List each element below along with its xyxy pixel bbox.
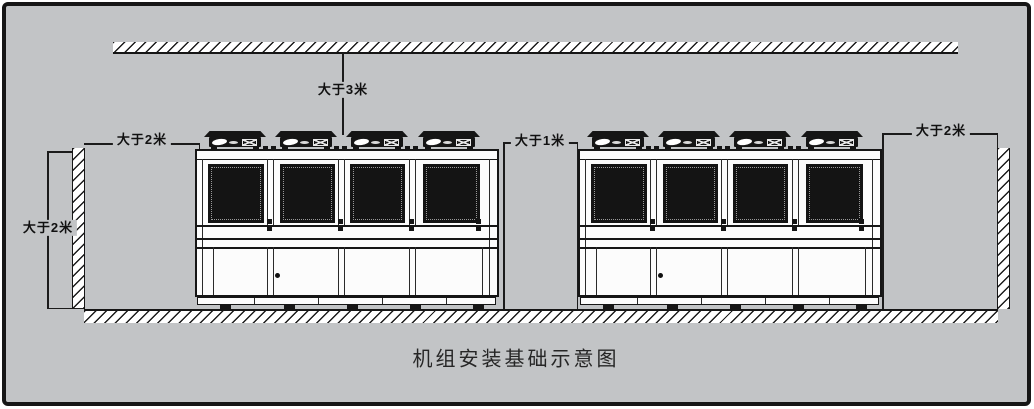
unit-foot-icon: [730, 305, 741, 309]
unit-mid-band-line: [580, 225, 880, 227]
unit-mid-band-line: [197, 225, 497, 227]
fan-icon: [658, 131, 720, 151]
left-clearance-label: 大于2米: [112, 131, 172, 149]
fan-blade-icon: [425, 137, 442, 147]
fan-guard-icon: [384, 138, 399, 146]
between-units-left-extension: [503, 142, 505, 309]
between-units-label: 大于1米: [510, 132, 570, 150]
fan-icon: [729, 131, 791, 151]
left-height-top-tick: [47, 151, 72, 153]
diagram-caption: 机组安装基础示意图: [412, 346, 620, 371]
unit-body: [578, 149, 882, 297]
unit-right: [578, 129, 882, 309]
fan-blade-icon: [808, 137, 825, 147]
unit-foot-icon: [220, 305, 231, 309]
fan-guard-icon: [313, 138, 328, 146]
condenser-coil-panel: [806, 164, 863, 223]
fan-blade-icon: [665, 137, 682, 147]
fan-blade-icon: [353, 137, 370, 147]
unit-top-rail: [580, 151, 880, 160]
unit-foot-icon: [284, 305, 295, 309]
cabinet-door-handle: [275, 273, 280, 278]
unit-foot-icon: [410, 305, 421, 309]
condenser-coil-panel: [663, 164, 718, 223]
left-height-bottom-tick: [47, 307, 84, 309]
condenser-coil-panel: [423, 164, 480, 223]
unit-base: [580, 297, 879, 305]
top-wall: [113, 42, 958, 54]
between-units-right-extension: [576, 142, 578, 309]
fan-blade-icon: [594, 137, 611, 147]
right-wall: [997, 148, 1010, 309]
condenser-coil-panel: [350, 164, 405, 223]
panel-connector-icon: [409, 219, 414, 231]
top-clearance-label: 大于3米: [313, 81, 373, 99]
unit-foot-icon: [856, 305, 867, 309]
left-height-label: 大于2米: [18, 219, 78, 237]
unit-foot-icon: [793, 305, 804, 309]
fan-icon: [587, 131, 649, 151]
fan-blade-icon: [211, 137, 228, 147]
panel-connector-icon: [476, 219, 481, 231]
fan-icon: [204, 131, 266, 151]
unit-base: [197, 297, 496, 305]
unit-body: [195, 149, 499, 297]
unit-foot-icon: [667, 305, 678, 309]
panel-connector-icon: [650, 219, 655, 231]
condenser-coil-panel: [591, 164, 647, 223]
right-clearance-right-extension: [996, 133, 998, 149]
unit-foot-icon: [347, 305, 358, 309]
unit-foot-icon: [603, 305, 614, 309]
ground: [84, 309, 998, 323]
fan-guard-icon: [767, 138, 782, 146]
condenser-coil-panel: [280, 164, 335, 223]
fan-guard-icon: [456, 138, 471, 146]
fan-guard-icon: [625, 138, 640, 146]
right-clearance-label: 大于2米: [911, 122, 971, 140]
unit-left: [195, 129, 499, 309]
panel-connector-icon: [792, 219, 797, 231]
fan-guard-icon: [242, 138, 257, 146]
panel-connector-icon: [267, 219, 272, 231]
condenser-coil-panel: [208, 164, 264, 223]
condenser-coil-panel: [733, 164, 788, 223]
cabinet-door-handle: [658, 273, 663, 278]
left-clearance-extension-line: [198, 143, 200, 150]
fan-icon: [418, 131, 480, 151]
fan-blade-icon: [282, 137, 299, 147]
panel-connector-icon: [338, 219, 343, 231]
fan-guard-icon: [696, 138, 711, 146]
fan-icon: [346, 131, 408, 151]
fan-icon: [275, 131, 337, 151]
fan-blade-icon: [736, 137, 753, 147]
fan-guard-icon: [839, 138, 854, 146]
panel-connector-icon: [859, 219, 864, 231]
fan-icon: [801, 131, 863, 151]
unit-foot-icon: [473, 305, 484, 309]
unit-top-rail: [197, 151, 497, 160]
panel-connector-icon: [721, 219, 726, 231]
right-clearance-left-extension: [882, 133, 884, 309]
